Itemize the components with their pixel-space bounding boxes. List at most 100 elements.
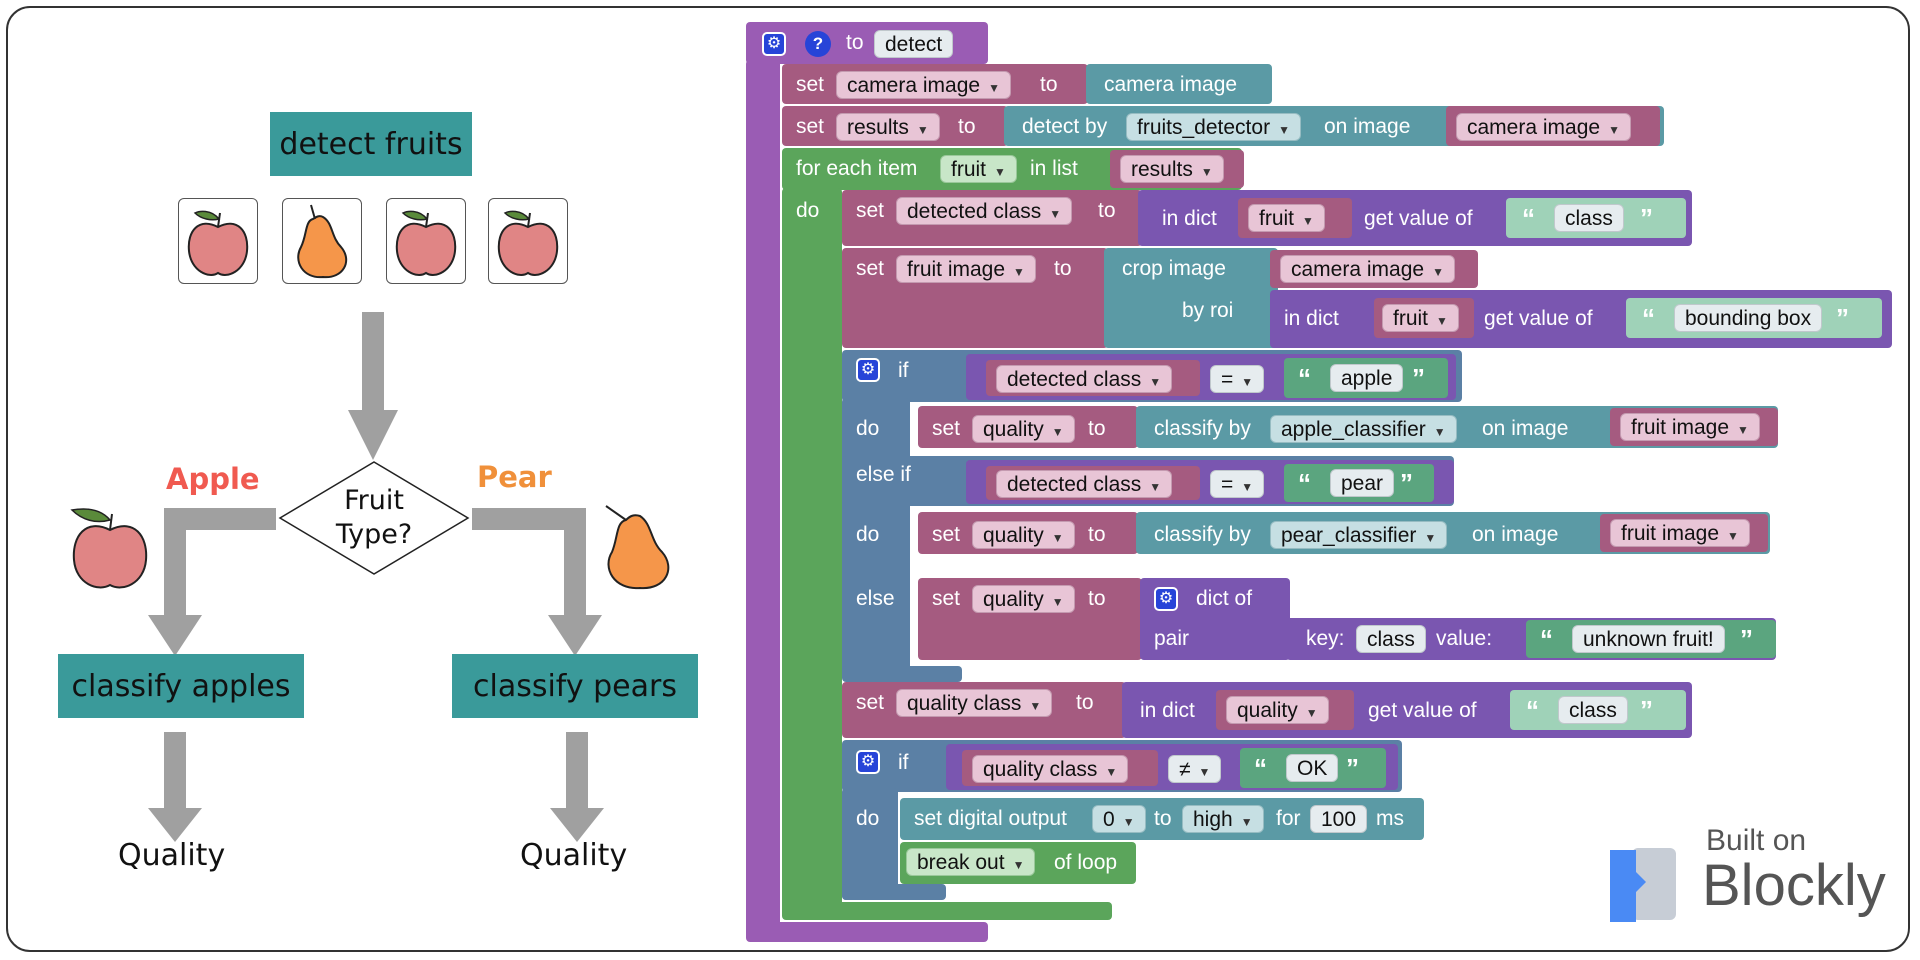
if-block-2-spine <box>842 788 898 900</box>
do-label: do <box>856 807 880 830</box>
to-label: to <box>1088 587 1106 610</box>
quote-close-icon: ” <box>1640 203 1653 233</box>
chevron-down-icon: ▼ <box>1432 265 1444 279</box>
detected-class-var[interactable]: detected class▼ <box>996 470 1173 498</box>
chevron-down-icon: ▼ <box>1105 765 1118 779</box>
string-field[interactable]: OK <box>1286 754 1339 782</box>
for-each-spine <box>782 188 842 910</box>
camera-image-getter[interactable] <box>1086 64 1272 104</box>
classify-by-label: classify by <box>1154 523 1251 546</box>
of-loop-label: of loop <box>1054 851 1118 874</box>
var-results-dropdown[interactable]: results▼ <box>836 113 940 141</box>
procedure-name-field[interactable]: detect <box>874 30 954 58</box>
string-field[interactable]: pear <box>1330 469 1395 497</box>
fruit-image-var[interactable]: fruit image▼ <box>1620 413 1760 441</box>
apple-thumbnail-3 <box>488 198 568 284</box>
var-name: detected class <box>1007 368 1142 391</box>
pear-classifier-dropdown[interactable]: pear_classifier▼ <box>1270 521 1448 549</box>
on-image-label: on image <box>1472 523 1559 546</box>
chevron-down-icon: ▼ <box>1198 765 1211 779</box>
camera-image-var[interactable]: camera image▼ <box>1456 113 1631 141</box>
flowchart-arrows <box>70 312 670 842</box>
var-quality-class-dropdown[interactable]: quality class▼ <box>896 689 1053 717</box>
quality-output-left: Quality <box>118 838 226 873</box>
value-label: value: <box>1436 627 1493 650</box>
classify-pears-box: classify pears <box>452 654 698 718</box>
quote-open-icon: “ <box>1298 363 1311 393</box>
string-field[interactable]: apple <box>1330 364 1404 392</box>
crop-image-block[interactable] <box>1104 248 1278 348</box>
var-quality-dropdown[interactable]: quality▼ <box>972 585 1075 613</box>
quote-close-icon: ” <box>1400 468 1413 498</box>
gear-icon[interactable]: ⚙ <box>1154 587 1178 611</box>
var-camera-image-dropdown[interactable]: camera image▼ <box>836 71 1011 99</box>
quote-close-icon: ” <box>1740 624 1753 654</box>
to-label: to <box>1076 691 1094 714</box>
to-label: to <box>1054 257 1072 280</box>
for-each-footer <box>782 902 1112 920</box>
decision-label: Fruit Type? <box>300 484 448 552</box>
chevron-down-icon: ▼ <box>1737 423 1749 437</box>
fruit-image-var[interactable]: fruit image▼ <box>1610 519 1750 547</box>
var-name: detected class <box>1007 473 1142 496</box>
apple-classifier-dropdown[interactable]: apple_classifier▼ <box>1270 415 1457 443</box>
var-quality-dropdown[interactable]: quality▼ <box>972 521 1075 549</box>
classifier-name: pear_classifier <box>1281 524 1417 547</box>
set-label: set <box>932 587 961 610</box>
var-detected-class-dropdown[interactable]: detected class▼ <box>896 197 1073 225</box>
figure-frame <box>6 6 1910 952</box>
detected-class-var[interactable]: detected class▼ <box>996 365 1173 393</box>
in-dict-label: in dict <box>1162 207 1217 230</box>
question-icon[interactable]: ? <box>805 31 831 57</box>
chevron-down-icon: ▼ <box>1049 207 1062 221</box>
fruits-detector-dropdown[interactable]: fruits_detector ▼ <box>1126 113 1301 141</box>
var-name: results <box>847 116 909 139</box>
string-field[interactable]: class <box>1558 696 1628 724</box>
chevron-down-icon: ▼ <box>1278 123 1290 137</box>
var-fruit-dropdown[interactable]: fruit▼ <box>940 155 1017 183</box>
output-number-dropdown[interactable]: 0▼ <box>1092 805 1146 833</box>
quality-class-var[interactable]: quality class▼ <box>972 755 1129 783</box>
gear-icon[interactable]: ⚙ <box>856 358 880 382</box>
blockly-logo-icon <box>1606 842 1680 926</box>
gear-icon[interactable]: ⚙ <box>856 750 880 774</box>
results-var[interactable]: results▼ <box>1120 155 1224 183</box>
string-field[interactable]: bounding box <box>1674 304 1823 332</box>
fruit-var[interactable]: fruit▼ <box>1248 204 1325 232</box>
quote-open-icon: “ <box>1298 468 1311 498</box>
fruit-var[interactable]: fruit▼ <box>1382 304 1459 332</box>
if-block-2-footer <box>842 884 946 900</box>
string-field[interactable]: class <box>1554 204 1624 232</box>
detector-name: fruits_detector <box>1137 116 1271 139</box>
string-field[interactable]: unknown fruit! <box>1572 625 1725 653</box>
output-level-dropdown[interactable]: high▼ <box>1182 805 1264 833</box>
pear-icon <box>297 204 348 279</box>
procedure-to-label: to <box>846 31 864 54</box>
operator: ≠ <box>1179 758 1191 781</box>
compare-op-dropdown[interactable]: ≠▼ <box>1168 755 1222 783</box>
get-value-of-label: get value of <box>1484 307 1593 330</box>
on-image-label: on image <box>1482 417 1569 440</box>
chevron-down-icon: ▼ <box>1240 815 1253 829</box>
set-label: set <box>796 73 825 96</box>
var-fruit-image-dropdown[interactable]: fruit image▼ <box>896 255 1036 283</box>
set-digital-output-label: set digital output <box>914 807 1067 830</box>
var-quality-dropdown[interactable]: quality▼ <box>972 415 1075 443</box>
key-field[interactable]: class <box>1356 625 1426 653</box>
for-each-label: for each item <box>796 157 918 180</box>
chevron-down-icon: ▼ <box>1241 375 1254 389</box>
in-list-label: in list <box>1030 157 1078 180</box>
compare-op-dropdown[interactable]: =▼ <box>1210 365 1265 393</box>
compare-op-dropdown[interactable]: =▼ <box>1210 470 1265 498</box>
to-label: to <box>1098 199 1116 222</box>
camera-image-var[interactable]: camera image▼ <box>1280 255 1455 283</box>
break-out-dropdown[interactable]: break out▼ <box>906 848 1036 876</box>
decision-label-line1: Fruit <box>344 485 404 516</box>
pear-icon-right <box>605 505 670 590</box>
quality-var[interactable]: quality▼ <box>1226 696 1329 724</box>
classify-by-label: classify by <box>1154 417 1251 440</box>
gear-icon[interactable]: ⚙ <box>762 32 786 56</box>
duration-field[interactable]: 100 <box>1310 805 1368 833</box>
for-label: for <box>1276 807 1301 830</box>
else-label: else <box>856 587 895 610</box>
